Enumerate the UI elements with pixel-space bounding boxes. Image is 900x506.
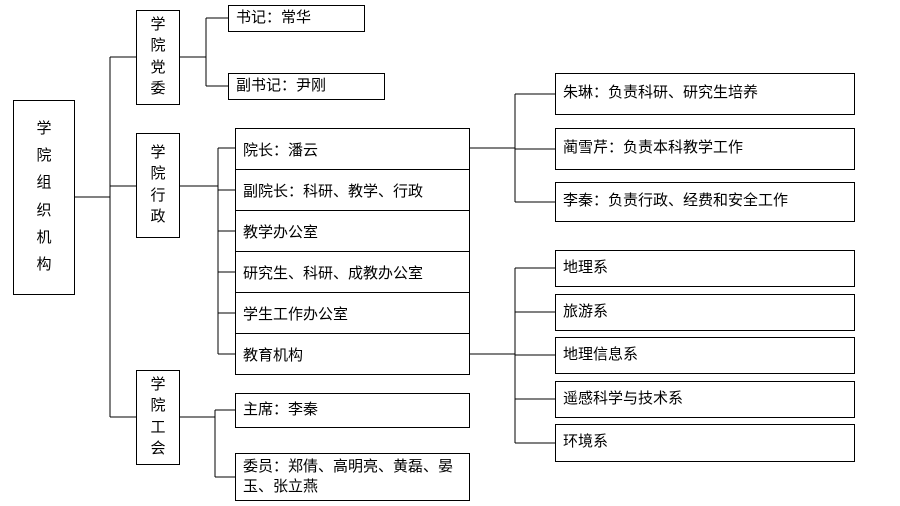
node-staff-li-qin: 李秦：负责行政、经费和安全工作	[555, 182, 855, 222]
node-party-deputy-secretary-label: 副书记：尹刚	[236, 77, 327, 94]
node-education-institutions-label: 教育机构	[243, 347, 304, 364]
node-party-secretary: 书记：常华	[228, 5, 365, 32]
node-union-members-label: 委员：郑倩、高明亮、黄磊、晏玉、张立燕	[243, 458, 454, 495]
node-union-chairman-label: 主席：李秦	[243, 401, 319, 418]
node-staff-zhu-lin-label: 朱琳：负责科研、研究生培养	[563, 85, 759, 102]
node-dept-remote-sensing: 遥感科学与技术系	[555, 381, 855, 418]
node-admin-label: 学院行政	[150, 144, 166, 225]
node-education-institutions: 教育机构	[236, 333, 469, 374]
node-root: 学院组织机构	[13, 100, 75, 295]
node-dept-tourism-label: 旅游系	[563, 303, 609, 320]
node-union-label: 学院工会	[150, 376, 166, 457]
node-dept-environment-label: 环境系	[563, 434, 609, 451]
node-dean: 院长：潘云	[236, 129, 469, 169]
node-admin: 学院行政	[136, 133, 180, 238]
node-dept-remote-sensing-label: 遥感科学与技术系	[563, 390, 684, 407]
node-teaching-office: 教学办公室	[236, 210, 469, 251]
node-staff-zhu-lin: 朱琳：负责科研、研究生培养	[555, 73, 855, 115]
node-student-affairs-office: 学生工作办公室	[236, 292, 469, 333]
node-teaching-office-label: 教学办公室	[243, 224, 319, 241]
node-dept-gis: 地理信息系	[555, 337, 855, 374]
node-vice-dean-label: 副院长：科研、教学、行政	[243, 183, 424, 200]
node-root-label: 学院组织机构	[36, 120, 52, 274]
node-dept-geography-label: 地理系	[563, 259, 609, 276]
node-student-affairs-office-label: 学生工作办公室	[243, 306, 349, 323]
node-dept-tourism: 旅游系	[555, 294, 855, 331]
node-union-chairman: 主席：李秦	[235, 393, 470, 428]
node-party-secretary-label: 书记：常华	[236, 9, 312, 26]
node-union: 学院工会	[136, 370, 180, 465]
node-staff-li-qin-label: 李秦：负责行政、经费和安全工作	[563, 193, 789, 210]
admin-office-stack: 院长：潘云 副院长：科研、教学、行政 教学办公室 研究生、科研、成教办公室 学生…	[235, 128, 470, 375]
node-graduate-office: 研究生、科研、成教办公室	[236, 251, 469, 292]
node-dept-gis-label: 地理信息系	[563, 346, 639, 363]
node-vice-dean: 副院长：科研、教学、行政	[236, 169, 469, 210]
node-staff-lin-xueqin-label: 蔺雪芹：负责本科教学工作	[563, 140, 744, 157]
node-dept-geography: 地理系	[555, 250, 855, 287]
node-dept-environment: 环境系	[555, 424, 855, 462]
node-party-deputy-secretary: 副书记：尹刚	[228, 73, 385, 100]
node-dean-label: 院长：潘云	[243, 142, 319, 159]
node-graduate-office-label: 研究生、科研、成教办公室	[243, 265, 424, 282]
node-party-committee-label: 学院党委	[150, 16, 166, 97]
node-union-members: 委员：郑倩、高明亮、黄磊、晏玉、张立燕	[235, 453, 470, 501]
node-staff-lin-xueqin: 蔺雪芹：负责本科教学工作	[555, 128, 855, 170]
node-party-committee: 学院党委	[136, 10, 180, 105]
